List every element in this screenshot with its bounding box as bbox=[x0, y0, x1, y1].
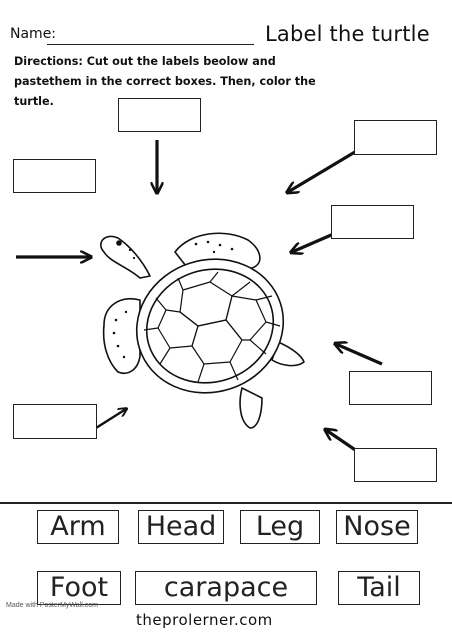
answer-box-top[interactable] bbox=[118, 98, 201, 132]
answer-box-left[interactable] bbox=[13, 159, 96, 193]
answer-box-upper-right[interactable] bbox=[354, 120, 437, 155]
label-card-leg[interactable]: Leg bbox=[240, 510, 320, 544]
name-label: Name: bbox=[10, 26, 57, 42]
turtle-illustration bbox=[100, 232, 305, 429]
turtle-rear-right-leg bbox=[271, 341, 305, 367]
page-title: Label the turtle bbox=[265, 22, 430, 46]
label-card-tail[interactable]: Tail bbox=[338, 571, 420, 605]
footer-site: theprolerner.com bbox=[136, 611, 273, 629]
label-card-foot[interactable]: Foot bbox=[37, 571, 121, 605]
arrow-lower-right bbox=[336, 344, 383, 366]
directions-line-1: Directions: Cut out the labels beolow an… bbox=[14, 55, 276, 68]
answer-box-lower-right[interactable] bbox=[349, 371, 432, 405]
made-with-credit: Made with PosterMyWall.com bbox=[6, 602, 98, 609]
turtle-head bbox=[100, 235, 151, 279]
directions-text: Directions: Cut out the labels beolow an… bbox=[14, 52, 324, 112]
label-card-nose[interactable]: Nose bbox=[336, 510, 418, 544]
answer-box-bottom-left[interactable] bbox=[13, 404, 97, 439]
turtle-front-left-flipper bbox=[102, 298, 141, 374]
arrow-bottom-left bbox=[95, 409, 126, 430]
name-line[interactable] bbox=[47, 44, 254, 45]
directions-line-2: pastethem in the correct boxes. Then, co… bbox=[14, 75, 316, 108]
turtle-eye bbox=[116, 240, 122, 246]
cut-line-divider bbox=[0, 502, 452, 504]
label-card-carapace[interactable]: carapace bbox=[135, 571, 317, 605]
answer-box-middle-right[interactable] bbox=[331, 205, 414, 239]
turtle-rear-left-leg bbox=[239, 387, 263, 429]
label-card-arm[interactable]: Arm bbox=[37, 510, 119, 544]
answer-box-bottom-right[interactable] bbox=[354, 448, 437, 482]
label-card-head[interactable]: Head bbox=[138, 510, 224, 544]
